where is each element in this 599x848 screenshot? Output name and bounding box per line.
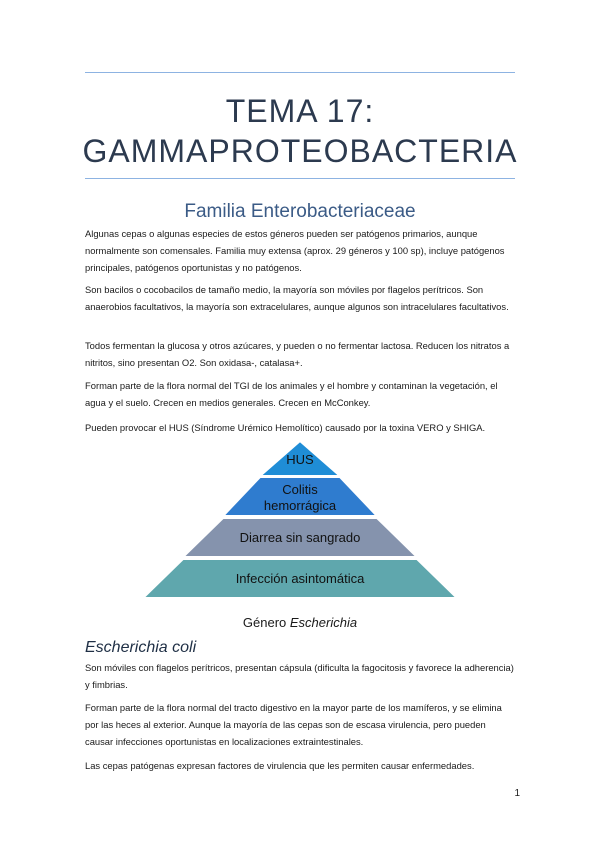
pyramid-label-hus: HUS: [286, 452, 314, 467]
pyramid-label-colitis-1: Colitis: [282, 482, 318, 497]
species-paragraph-1: Son móviles con flagelos perítricos, pre…: [85, 662, 514, 690]
title-top-rule: [85, 72, 515, 73]
species-paragraph-3: Las cepas patógenas expresan factores de…: [85, 760, 475, 771]
genus-heading: Género Escherichia: [85, 615, 515, 631]
pyramid-level-diarrea: [180, 517, 420, 558]
pyramid-label-colitis-2: hemorrágica: [263, 498, 337, 513]
paragraph-3: Todos fermentan la glucosa y otros azúca…: [85, 340, 510, 368]
title-line-2: GAMMAPROTEOBACTERIA: [82, 133, 518, 169]
title-line-1: TEMA 17:: [225, 93, 375, 129]
pyramid-label-infeccion: Infección asintomática: [235, 571, 365, 586]
paragraph-4: Forman parte de la flora normal del TGI …: [85, 380, 498, 408]
genus-prefix: Género: [242, 615, 290, 630]
paragraph-2: Son bacilos o cocobacilos de tamaño medi…: [85, 284, 509, 312]
paragraph-1: Algunas cepas o algunas especies de esto…: [85, 228, 505, 273]
genus-name: Escherichia: [289, 615, 358, 630]
pyramid-label-diarrea: Diarrea sin sangrado: [239, 530, 361, 545]
pyramid-level-colitis: [220, 476, 380, 517]
species-heading: Escherichia coli: [85, 639, 197, 656]
title-bottom-rule: [85, 178, 515, 179]
section-heading: Familia Enterobacteriaceae: [184, 201, 416, 222]
page-number: 1: [514, 788, 520, 799]
pyramid-level-infeccion: [140, 558, 460, 599]
paragraph-5: Pueden provocar el HUS (Síndrome Urémico…: [85, 422, 486, 433]
species-paragraph-2: Forman parte de la flora normal del trac…: [85, 702, 502, 747]
